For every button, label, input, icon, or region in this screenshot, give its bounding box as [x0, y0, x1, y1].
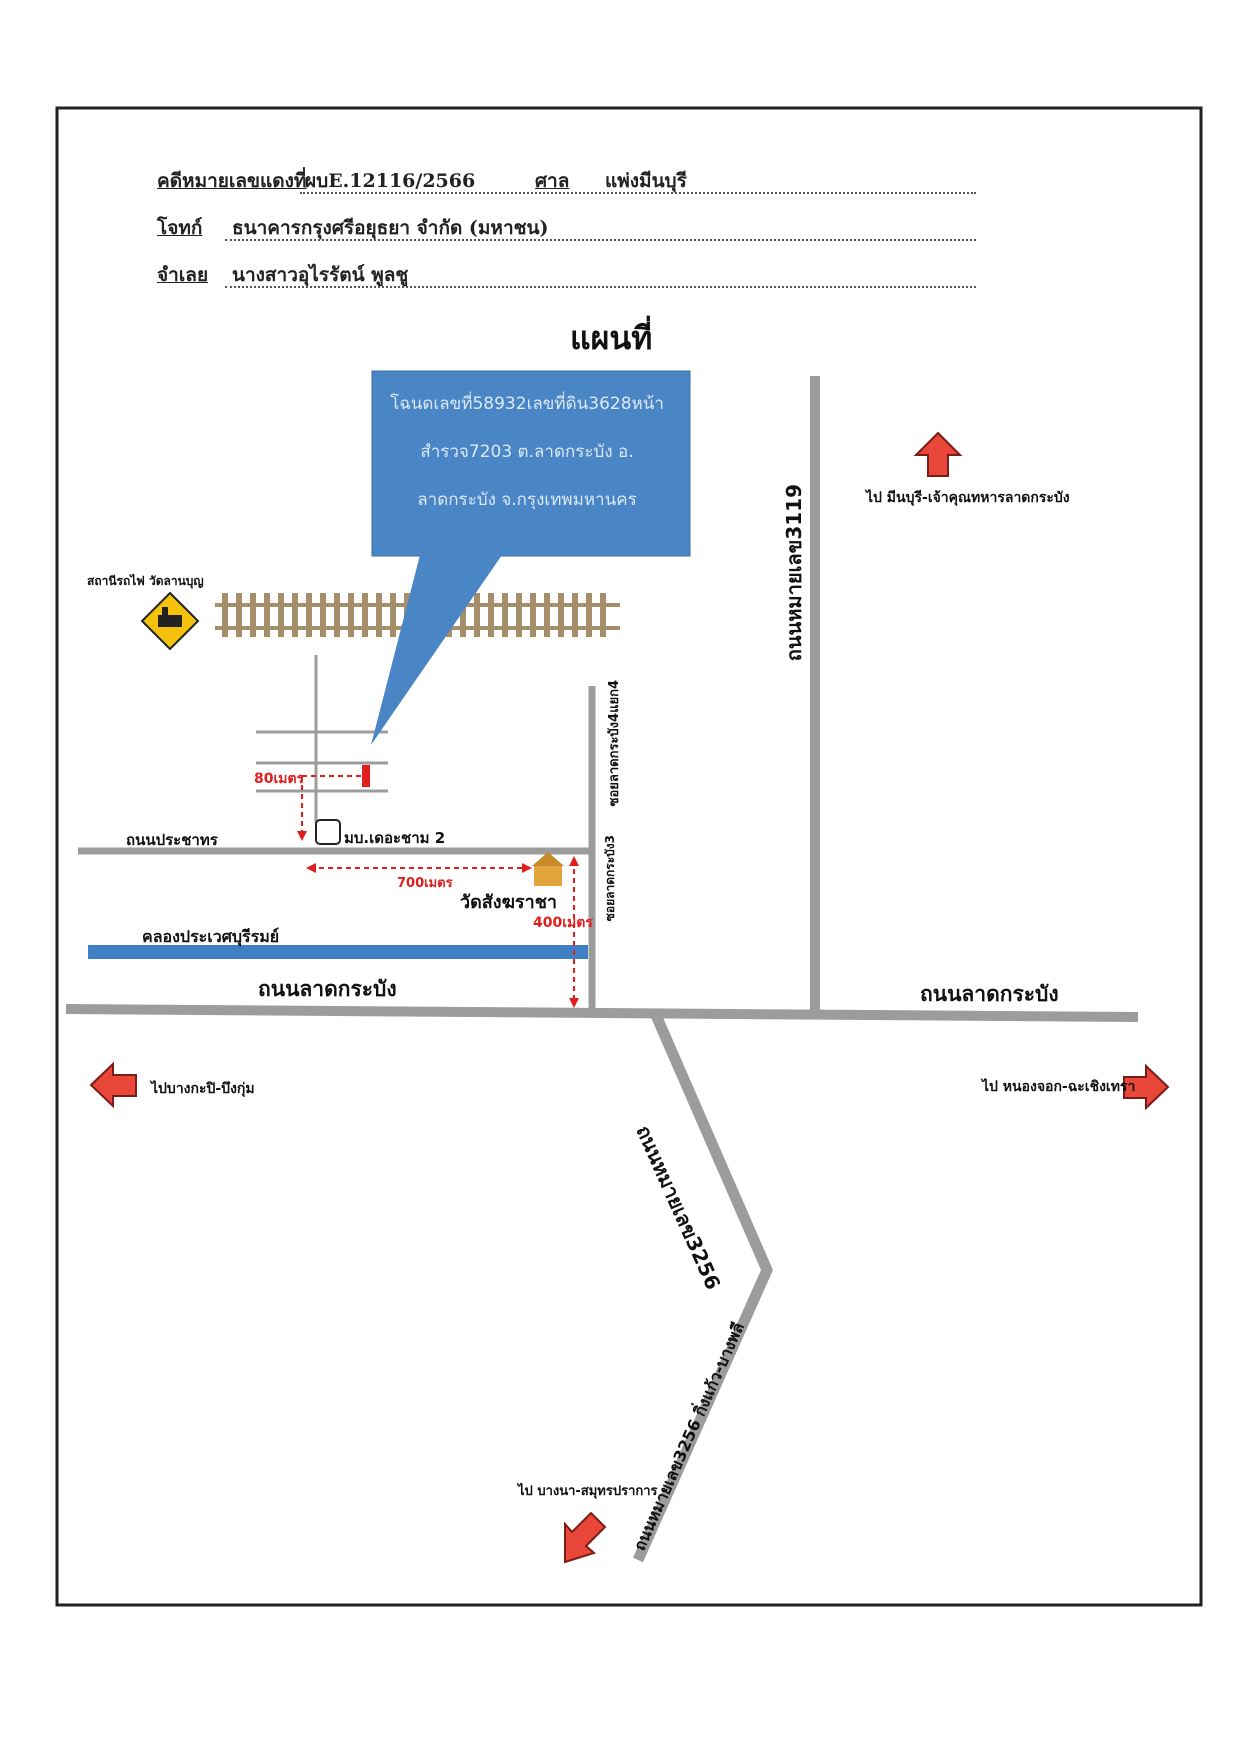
distance-arrowheads: [297, 831, 579, 1008]
case-number: ผบE.12116/2566: [305, 170, 476, 192]
distance-80-label: 80เมตร: [254, 771, 305, 787]
rail-tie: [376, 593, 382, 637]
rail-tie: [488, 593, 494, 637]
rail-tie: [278, 593, 284, 637]
arrow-down-left-icon: [564, 1511, 607, 1564]
rail-tie: [586, 593, 592, 637]
temple-label: วัดสังฆราชา: [460, 892, 558, 913]
plaintiff-name: ธนาคารกรุงศรีอยุธยา จำกัด (มหาชน): [232, 217, 549, 239]
rail-tie: [502, 593, 508, 637]
rail-tie: [292, 593, 298, 637]
plaintiff-label: โจทก์: [157, 217, 203, 239]
distance-400-label: 400เมตร: [533, 915, 593, 931]
distance-700-label: 700เมตร: [397, 876, 453, 891]
arrow-right-icon: [1123, 1063, 1170, 1111]
rail-tie: [544, 593, 550, 637]
rail-tie: [572, 593, 578, 637]
defendant-name: นางสาวอุไรรัตน์ พูลชู: [232, 264, 409, 286]
village-box: [315, 819, 341, 845]
road-ladkrabang: [65, 1004, 1139, 1022]
callout-line-2: สำรวจ7203 ต.ลาดกระบัง อ.: [420, 442, 634, 462]
rail-tie: [600, 593, 606, 637]
village-label: มบ.เดอะชาม 2: [344, 829, 446, 847]
rail-tie: [348, 593, 354, 637]
canal: [88, 945, 588, 959]
arrow-left-icon: [89, 1061, 137, 1109]
rail-tie: [264, 593, 270, 637]
road-ladkrabang-right-label: ถนนลาดกระบัง: [920, 982, 1059, 1006]
parcel-callout: [371, 370, 691, 745]
rail-tie: [460, 593, 466, 637]
rail-tie: [334, 593, 340, 637]
arrow-up-icon: [913, 431, 963, 477]
plaintiff-dotline: [225, 239, 976, 241]
rail-tie: [236, 593, 242, 637]
rail-tie: [558, 593, 564, 637]
case-dotline: [300, 192, 976, 194]
rail-tie: [362, 593, 368, 637]
road-3119-label: ถนนหมายเลข3119: [782, 484, 806, 662]
rail-tie: [250, 593, 256, 637]
parcel-callout-text: โฉนดเลขที่58932เลขที่ดิน3628หน้า สำรวจ72…: [372, 380, 682, 524]
defendant-dotline: [225, 286, 976, 288]
parcel-marker: [362, 765, 370, 787]
road-pracha-label: ถนนประชาทร: [126, 831, 218, 849]
rail-tie: [390, 593, 396, 637]
map-title: แผนที่: [570, 319, 653, 357]
callout-line-3: ลาดกระบัง จ.กรุงเทพมหานคร: [417, 490, 637, 510]
defendant-label: จำเลย: [157, 264, 209, 286]
canal-label: คลองประเวศบุรีรมย์: [142, 927, 280, 946]
station-sign-icon: [140, 591, 200, 651]
court-label: ศาล: [535, 170, 570, 192]
roads: [65, 376, 1139, 1563]
to-bangna-label: ไป บางนา-สมุทรปราการ: [518, 1484, 658, 1499]
to-minburi-label: ไป มีนบุรี-เจ้าคุณทหารลาดกระบัง: [866, 490, 1070, 506]
road-ladkrabang-left-label: ถนนลาดกระบัง: [258, 977, 397, 1001]
direction-arrows: [89, 431, 1170, 1564]
rail-tie: [320, 593, 326, 637]
rail-tie: [306, 593, 312, 637]
rail-tie: [222, 593, 228, 637]
soi-3-label: ซอยลาดกระบัง3: [603, 835, 617, 922]
station-label: สถานีรถไฟ วัดลานบุญ: [87, 574, 204, 588]
distance-lines: [301, 775, 575, 1004]
road-3256: [632, 1010, 774, 1563]
map-frame: [55, 106, 1203, 1607]
rail-tie: [530, 593, 536, 637]
callout-line-1: โฉนดเลขที่58932เลขที่ดิน3628หน้า: [390, 394, 664, 414]
temple-icon: [532, 852, 564, 886]
court-name: แพ่งมีนบุรี: [605, 170, 687, 192]
rail-tie: [474, 593, 480, 637]
rail-tie: [516, 593, 522, 637]
soi-4-label: ซอยลาดกระบัง4แยก4: [607, 680, 622, 807]
to-bangkapi-label: ไปบางกะปิ-บึงกุ่ม: [151, 1081, 255, 1097]
to-nongchok-label: ไป หนองจอก-ฉะเชิงเทรา: [982, 1079, 1136, 1095]
case-label: คดีหมายเลขแดงที่: [157, 170, 307, 192]
